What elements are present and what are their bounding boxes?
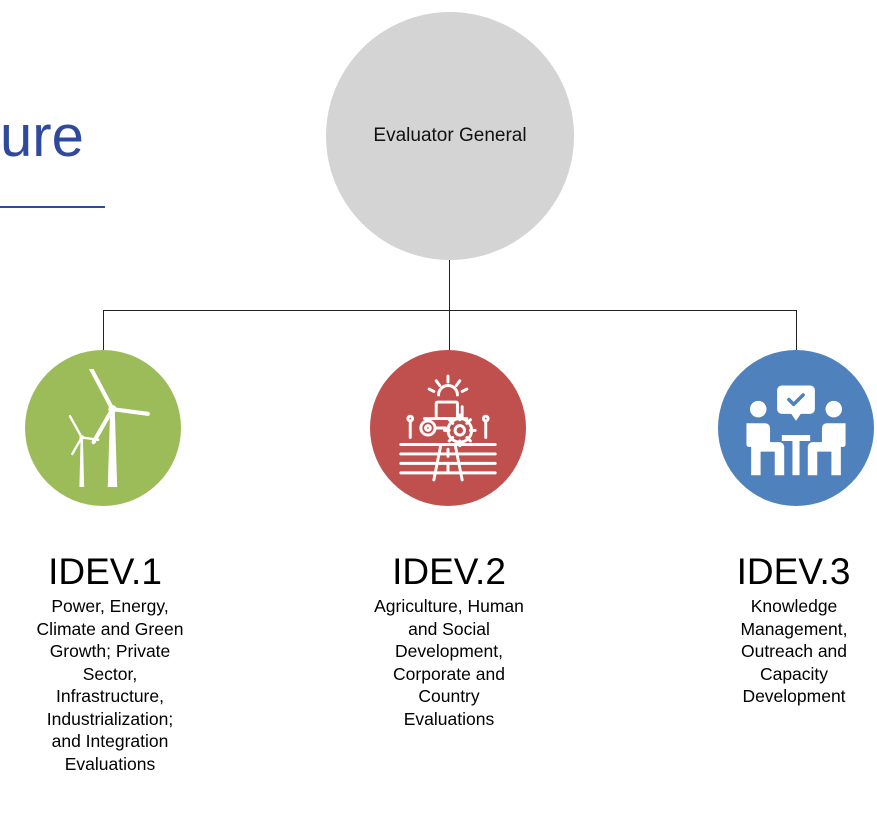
title-underline [0,206,105,208]
unit2-desc-line: Development, [395,641,503,661]
unit2-desc-line: Country [418,686,480,706]
unit1-desc-line: Climate and Green [36,618,184,639]
tractor-field-icon [399,374,497,482]
unit3-desc-line: Management, [740,618,848,639]
connector-unit1 [103,310,104,354]
unit3-desc-line: Development [742,686,846,706]
connector-unit2 [449,310,450,355]
unit1-desc-line: Sector, [82,663,138,684]
unit2-desc-line: Agriculture, Human [374,596,524,616]
unit1-icon-circle [25,350,181,506]
unit2-code: IDEV.2 [392,551,506,592]
unit1-description: Power, Energy, Climate and Green Growth;… [0,595,220,775]
unit3-desc-line: Capacity [759,663,829,684]
unit2-icon-circle [370,350,526,506]
unit3-desc-line: Outreach and [740,641,848,661]
unit3-desc-line: Knowledge [750,596,838,616]
page-title-fragment: ure [0,104,84,169]
meeting-people-icon [746,385,846,476]
unit2-desc-line: Evaluations [403,708,495,729]
unit2-description: Agriculture, Human and Social Developmen… [330,595,568,730]
wind-turbine-icon [68,369,150,487]
unit1-desc-line: Industrialization; [46,708,174,729]
unit2-desc-line: and Social [408,618,490,639]
connector-unit3 [796,310,797,354]
unit3-description: Knowledge Management, Outreach and Capac… [714,595,874,708]
unit1-desc-line: Evaluations [64,753,156,774]
unit3-code: IDEV.3 [736,551,851,592]
evaluator-general-node: Evaluator General [326,12,574,260]
unit3-icon-circle [718,350,874,506]
unit1-desc-line: Power, Energy, [51,596,169,616]
unit1-desc-line: and Integration [51,731,169,751]
unit2-desc-line: Corporate and [393,663,505,684]
evaluator-general-label: Evaluator General [373,125,527,146]
unit1-desc-line: Growth; Private [49,641,171,661]
unit1-desc-line: Infrastructure, [56,686,164,706]
unit1-code: IDEV.1 [48,551,162,592]
connector-root-stem [449,260,450,310]
